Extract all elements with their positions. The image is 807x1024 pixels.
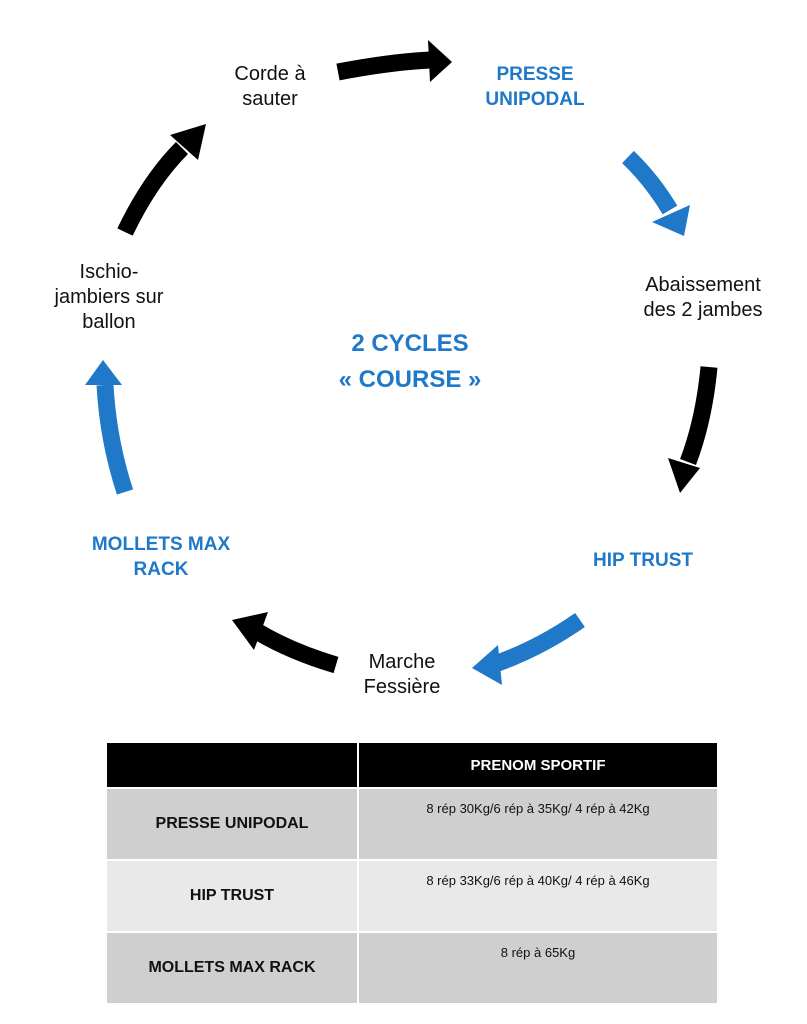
results-table: PRENOM SPORTIF PRESSE UNIPODAL 8 rép 30K…: [105, 741, 719, 1005]
arrow-corde-to-presse: [336, 40, 452, 82]
node-ischio-jambiers: Ischio- jambiers sur ballon: [54, 261, 164, 333]
arrow-ischio-to-corde: [117, 124, 206, 236]
arrow-marche-to-mollets: [232, 612, 339, 674]
exercise-name: MOLLETS MAX RACK: [105, 931, 359, 1005]
cycle-arrows: [85, 40, 718, 685]
node-corde-a-sauter: Corde à sauter: [234, 63, 306, 110]
arrow-hip-to-marche: [472, 613, 585, 685]
center-title: 2 CYCLES « COURSE »: [338, 330, 482, 393]
exercise-name: PRESSE UNIPODAL: [105, 787, 359, 861]
node-mollets-max-rack: MOLLETS MAX RACK: [91, 534, 231, 580]
table-header-prenom-sportif: PRENOM SPORTIF: [357, 741, 719, 789]
table-row: HIP TRUST 8 rép 33Kg/6 rép à 40Kg/ 4 rép…: [105, 859, 719, 933]
node-marche-fessiere: Marche Fessière: [363, 651, 441, 698]
exercise-value: 8 rép 33Kg/6 rép à 40Kg/ 4 rép à 46Kg: [357, 859, 719, 933]
node-abaissement: Abaissement des 2 jambes: [643, 274, 763, 321]
arrow-presse-to-abaissement: [622, 150, 690, 236]
arrow-abaissement-to-hip: [668, 366, 718, 493]
node-presse-unipodal: PRESSE UNIPODAL: [485, 64, 585, 110]
exercise-value: 8 rép 30Kg/6 rép à 35Kg/ 4 rép à 42Kg: [357, 787, 719, 861]
arrow-mollets-to-ischio: [85, 360, 134, 495]
cycle-diagram: Corde à sauter PRESSE UNIPODAL Abaisseme…: [54, 40, 763, 698]
exercise-name: HIP TRUST: [105, 859, 359, 933]
table-header-row: PRENOM SPORTIF: [105, 741, 719, 789]
table-header-empty: [105, 741, 359, 789]
table-row: MOLLETS MAX RACK 8 rép à 65Kg: [105, 931, 719, 1005]
exercise-value: 8 rép à 65Kg: [357, 931, 719, 1005]
table-row: PRESSE UNIPODAL 8 rép 30Kg/6 rép à 35Kg/…: [105, 787, 719, 861]
node-hip-trust: HIP TRUST: [593, 550, 693, 571]
